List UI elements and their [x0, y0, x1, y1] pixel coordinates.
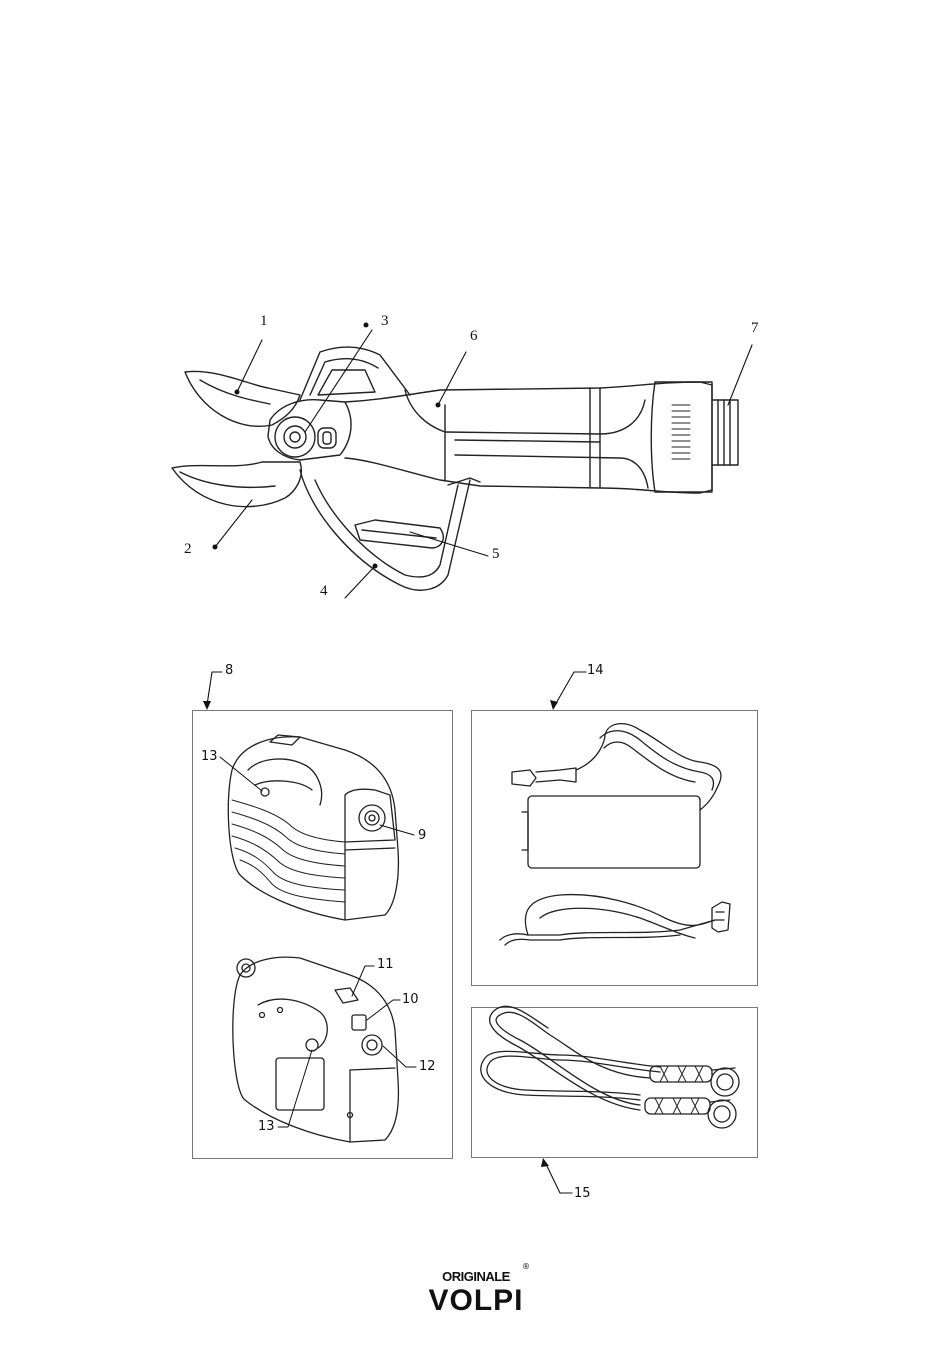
battery-back: [233, 957, 399, 1142]
callout-13-back: 13: [258, 1120, 275, 1133]
charger-illustration: [500, 724, 730, 945]
callout-15: 15: [574, 1187, 591, 1200]
battery-front: [228, 735, 398, 920]
callout-11: 11: [377, 958, 394, 971]
callout-8: 8: [225, 664, 233, 677]
accessories-illustration: [0, 0, 950, 1220]
callout-13-front: 13: [201, 750, 218, 763]
callout-12: 12: [419, 1060, 436, 1073]
callout-9: 9: [418, 829, 426, 842]
callout-10: 10: [402, 993, 419, 1006]
logo-registered: ®: [522, 1262, 530, 1271]
extension-cable-illustration: [481, 1006, 739, 1128]
logo-top-text: ORIGINALE: [430, 1269, 522, 1284]
logo-brand-text: VOLPI: [414, 1284, 538, 1318]
callout-14: 14: [587, 664, 604, 677]
